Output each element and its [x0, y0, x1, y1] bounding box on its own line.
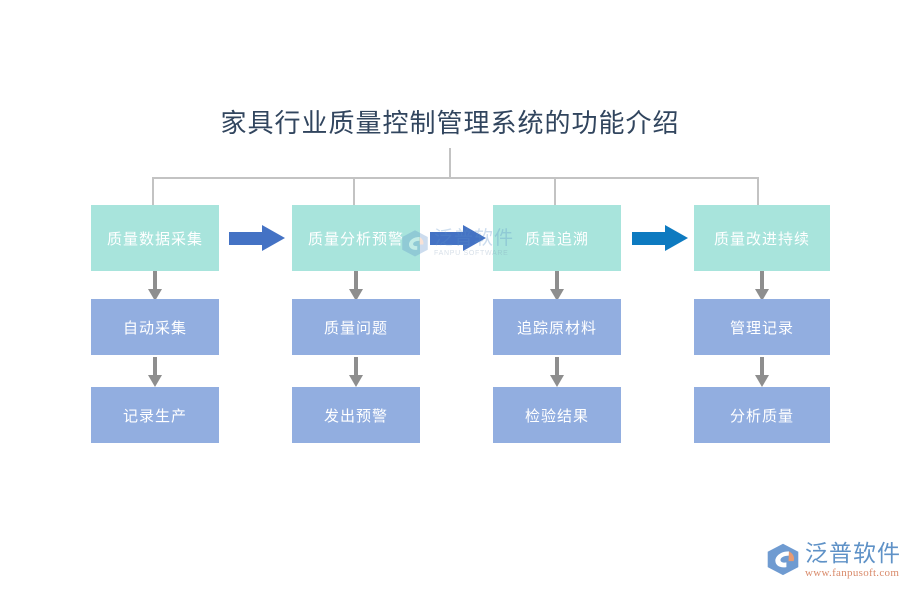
stage-box-4-label: 质量改进持续 [713, 230, 810, 248]
stage-box-3-label: 质量追溯 [524, 230, 589, 248]
stage-box-1[interactable]: 质量数据采集 [91, 205, 219, 271]
down-arrow-col1-row1 [148, 271, 162, 301]
flow-arrow-3-icon [632, 225, 688, 251]
down-arrow-col2-row2 [349, 357, 363, 387]
down-arrow-col3-row1 [550, 271, 564, 301]
corner-logo-name: 泛普软件 [805, 540, 900, 566]
detail-box-1-1-label: 自动采集 [122, 319, 187, 337]
detail-box-2-2[interactable]: 发出预警 [292, 387, 420, 443]
corner-logo-url: www.fanpusoft.com [805, 567, 900, 579]
detail-box-1-2-label: 记录生产 [122, 407, 187, 425]
down-arrow-col4-row1 [755, 271, 769, 301]
detail-box-3-1-label: 追踪原材料 [516, 319, 597, 337]
fanpu-brand-icon [766, 542, 800, 576]
corner-logo: 泛普软件 www.fanpusoft.com [766, 540, 900, 592]
detail-box-2-1-label: 质量问题 [323, 319, 388, 337]
detail-box-1-1[interactable]: 自动采集 [91, 299, 219, 355]
stage-box-3[interactable]: 质量追溯 [493, 205, 621, 271]
flow-arrow-1-icon [229, 225, 285, 251]
down-arrow-col3-row2 [550, 357, 564, 387]
page-title: 家具行业质量控制管理系统的功能介绍 [220, 108, 680, 138]
detail-box-2-2-label: 发出预警 [323, 407, 388, 425]
connector-drop-col-3 [554, 177, 556, 206]
detail-box-2-1[interactable]: 质量问题 [292, 299, 420, 355]
detail-box-4-1[interactable]: 管理记录 [694, 299, 830, 355]
connector-drop-col-1 [152, 177, 154, 206]
stage-box-2[interactable]: 质量分析预警 [292, 205, 420, 271]
detail-box-1-2[interactable]: 记录生产 [91, 387, 219, 443]
stage-box-4[interactable]: 质量改进持续 [694, 205, 830, 271]
detail-box-4-2-label: 分析质量 [729, 407, 794, 425]
connector-horizontal-bar [152, 177, 759, 179]
detail-box-4-1-label: 管理记录 [729, 319, 794, 337]
down-arrow-col1-row2 [148, 357, 162, 387]
connector-drop-col-2 [353, 177, 355, 206]
stage-box-2-label: 质量分析预警 [307, 230, 404, 248]
stage-box-1-label: 质量数据采集 [106, 230, 203, 248]
detail-box-3-1[interactable]: 追踪原材料 [493, 299, 621, 355]
down-arrow-col2-row1 [349, 271, 363, 301]
detail-box-4-2[interactable]: 分析质量 [694, 387, 830, 443]
connector-title-stem [449, 148, 451, 178]
flow-arrow-2-icon [430, 225, 486, 251]
detail-box-3-2[interactable]: 检验结果 [493, 387, 621, 443]
connector-drop-col-4 [757, 177, 759, 206]
down-arrow-col4-row2 [755, 357, 769, 387]
detail-box-3-2-label: 检验结果 [524, 407, 589, 425]
